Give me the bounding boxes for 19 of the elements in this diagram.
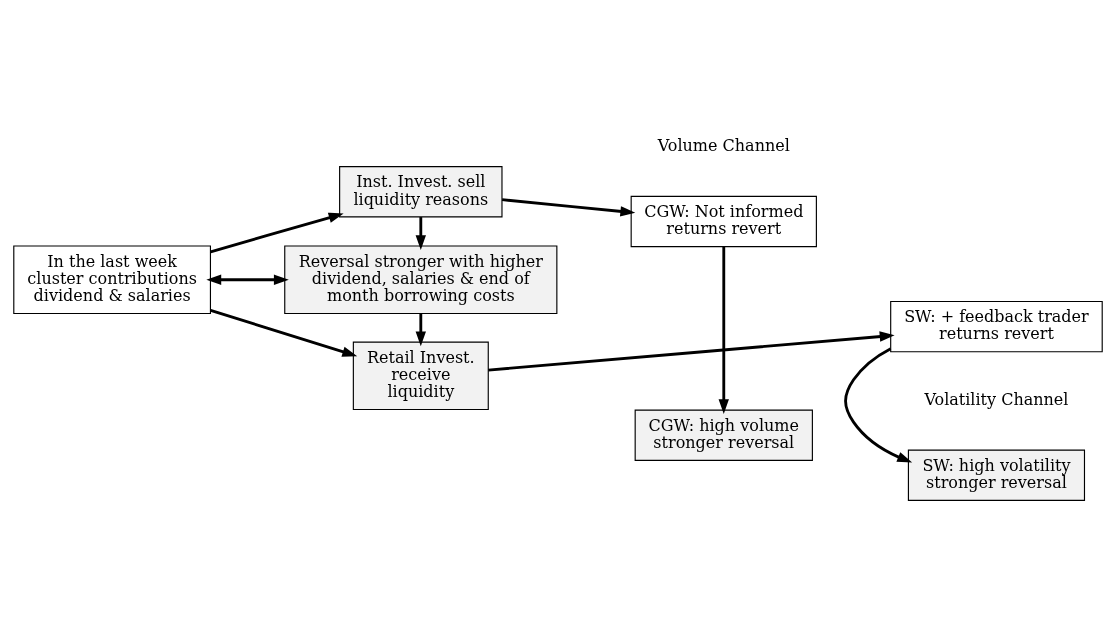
arrow — [206, 274, 289, 285]
label: Volume Channel — [657, 136, 790, 156]
node-box: Inst. Invest. sell liquidity reasons — [339, 166, 503, 218]
node-box: Reversal stronger with higher dividend, salaries & end of month borrowing costs — [284, 245, 558, 315]
node-box: Retail Invest. receive liquidity — [352, 341, 489, 411]
node-box: In the last week cluster contributions dividend & salaries — [13, 245, 211, 315]
arrow — [415, 217, 427, 251]
arrow — [210, 308, 358, 357]
node-box: SW: + feedback trader returns revert — [890, 300, 1103, 353]
node-box: CGW: high volume stronger reversal — [634, 409, 813, 461]
arrow — [718, 246, 729, 415]
label: Volatility Channel — [924, 390, 1069, 410]
arrow — [488, 331, 895, 372]
arrow — [415, 313, 427, 347]
node-box: CGW: Not informed returns revert — [630, 195, 817, 248]
arrow — [844, 347, 913, 463]
arrow — [502, 198, 636, 217]
node-box: SW: high volatility stronger reversal — [907, 449, 1086, 501]
arrow — [210, 212, 344, 254]
